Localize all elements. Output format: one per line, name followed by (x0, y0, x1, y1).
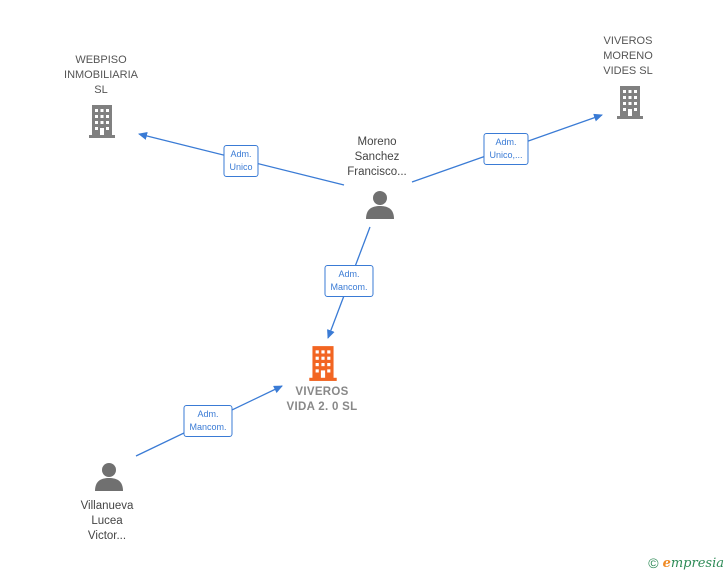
viveros-moreno-label-line-1: VIVEROS (603, 35, 653, 47)
viveros-moreno-label[interactable]: VIVEROS MORENO VIDES SL (603, 34, 653, 79)
edge-label-adm-unico[interactable]: Adm. Unico (223, 145, 259, 177)
viveros-vida-label[interactable]: VIVEROS VIDA 2. 0 SL (287, 385, 358, 415)
edge-label-line-2: Mancom. (330, 282, 368, 292)
webpiso-label[interactable]: WEBPISO INMOBILIARIA SL (64, 53, 138, 98)
villanueva-label-line-1: Villanueva (80, 500, 134, 512)
villanueva-label-line-3: Victor... (87, 530, 127, 542)
edge-label-line-1: Adm. (338, 269, 360, 279)
viveros-vida-label-line-2: VIDA 2. 0 SL (286, 401, 358, 413)
edge-label-line-2: Unico (229, 162, 253, 172)
edge-label-line-2: Unico,... (489, 150, 523, 160)
edge-label-adm-mancom[interactable]: Adm. Mancom. (324, 265, 374, 297)
viveros-moreno-label-line-3: VIDES SL (603, 65, 653, 77)
brand-rest: mpresia (670, 555, 724, 571)
edge-label-line-1: Adm. (495, 137, 517, 147)
moreno-label-line-3: Francisco... (347, 166, 407, 178)
edge-label-line-1: Adm. (197, 409, 219, 419)
webpiso-label-line-3: SL (94, 84, 108, 96)
webpiso-label-line-2: INMOBILIARIA (64, 69, 138, 81)
viveros-vida-label-line-1: VIVEROS (295, 386, 349, 398)
building-icon[interactable] (306, 344, 340, 382)
building-icon[interactable] (86, 103, 118, 139)
moreno-label-line-2: Sanchez (354, 151, 400, 163)
villanueva-label[interactable]: Villanueva Lucea Victor... (81, 499, 134, 544)
copyright-icon: © (648, 555, 659, 571)
webpiso-label-line-1: WEBPISO (75, 54, 127, 66)
moreno-label[interactable]: Moreno Sanchez Francisco... (347, 135, 406, 180)
empresia-logo[interactable]: empresia (663, 556, 724, 571)
edge-label-adm-mancom[interactable]: Adm. Mancom. (183, 405, 233, 437)
brand-footer: © empresia (648, 555, 724, 571)
edge-label-line-2: Mancom. (189, 422, 227, 432)
viveros-moreno-label-line-2: MORENO (603, 50, 653, 62)
moreno-label-line-1: Moreno (357, 136, 397, 148)
brand-initial: e (662, 555, 671, 571)
person-icon[interactable] (93, 462, 125, 492)
edge-label-line-1: Adm. (230, 149, 252, 159)
building-icon[interactable] (614, 84, 646, 120)
villanueva-label-line-2: Lucea (91, 515, 123, 527)
person-icon[interactable] (364, 190, 396, 220)
edge-label-adm-unico-more[interactable]: Adm. Unico,... (483, 133, 529, 165)
